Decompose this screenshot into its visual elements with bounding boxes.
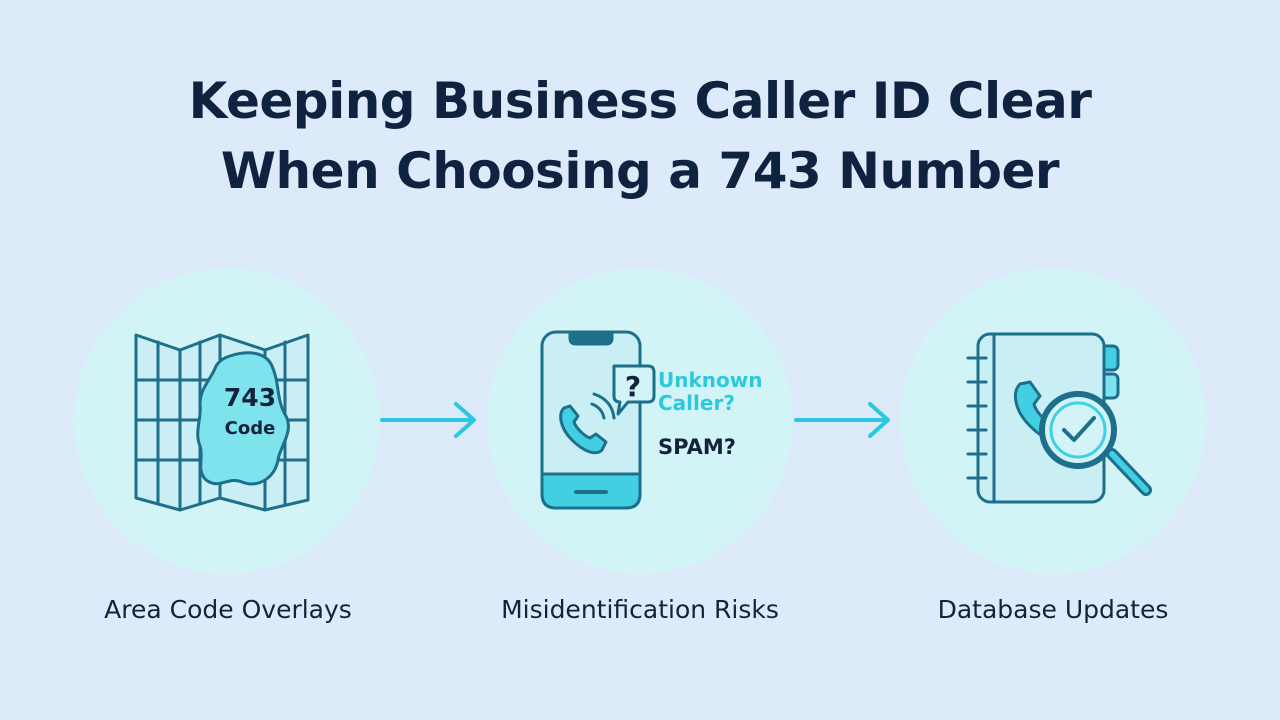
arrow-right-icon bbox=[794, 402, 890, 438]
bubble-text-unknown: Unknown bbox=[658, 368, 762, 392]
step-1-caption: Area Code Overlays bbox=[104, 595, 352, 624]
spam-label: SPAM? bbox=[658, 435, 736, 459]
step-2-caption: Misidentification Risks bbox=[501, 595, 779, 624]
title-line-2: When Choosing a 743 Number bbox=[220, 142, 1060, 200]
map-icon: 743 Code bbox=[134, 333, 310, 512]
page-title: Keeping Business Caller ID Clear When Ch… bbox=[0, 66, 1280, 206]
map-label-word: Code bbox=[225, 418, 276, 439]
smartphone-icon: ? Unknown Caller? SPAM? bbox=[540, 330, 762, 510]
arrow-right-icon bbox=[380, 402, 476, 438]
step-3-caption: Database Updates bbox=[937, 595, 1169, 624]
bubble-question-mark: ? bbox=[625, 370, 641, 403]
title-line-1: Keeping Business Caller ID Clear bbox=[188, 72, 1092, 130]
map-label-number: 743 bbox=[224, 383, 276, 412]
bubble-text-caller: Caller? bbox=[658, 391, 735, 415]
phone-book-icon bbox=[966, 332, 1152, 504]
